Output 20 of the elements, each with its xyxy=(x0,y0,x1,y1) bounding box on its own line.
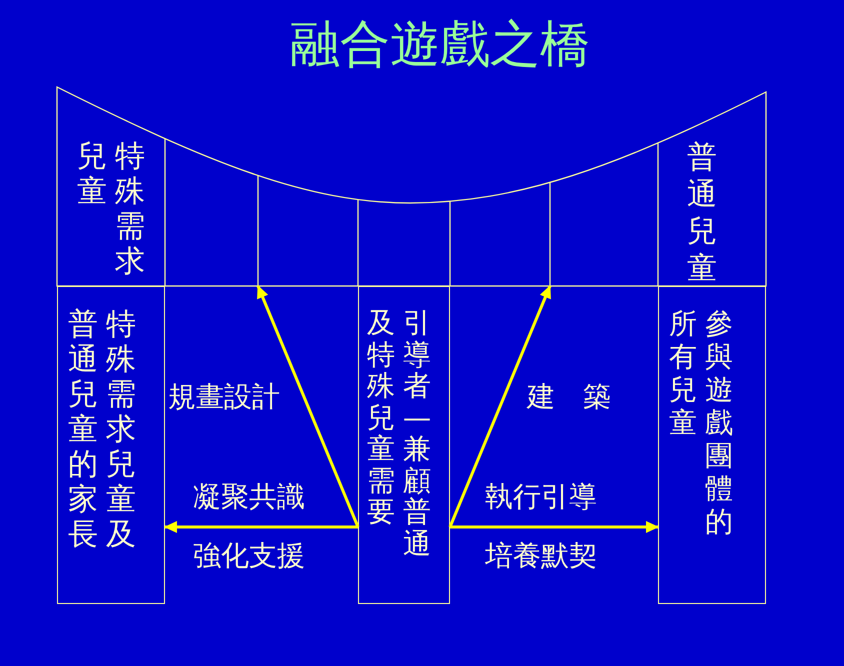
vertical-label: 參與遊戲團體的所有兒童 xyxy=(669,307,733,538)
arrow xyxy=(164,521,358,533)
pillar-box xyxy=(358,286,450,604)
title: 融合遊戲之橋 xyxy=(289,14,591,75)
step-label: 培養默契 xyxy=(485,539,597,573)
vertical-label: 普通兒童 xyxy=(687,139,717,287)
arrow xyxy=(448,285,552,528)
arrow xyxy=(256,285,360,528)
arrow xyxy=(450,521,659,533)
step-label: 凝聚共識 xyxy=(193,480,305,514)
pillar-box xyxy=(658,286,766,604)
pillar-box xyxy=(57,286,165,604)
vertical-label: 特殊需求兒童及普通兒童的家長 xyxy=(68,307,136,552)
vertical-label: 特殊需求兒童 xyxy=(77,139,145,279)
vertical-label: 引導者—兼顧普通及特殊兒童需要 xyxy=(367,307,431,559)
step-label: 執行引導 xyxy=(485,480,597,514)
step-label: 建 築 xyxy=(527,380,611,414)
step-label: 規畫設計 xyxy=(168,380,280,414)
bridge-deck xyxy=(57,87,766,286)
step-label: 強化支援 xyxy=(193,539,305,573)
